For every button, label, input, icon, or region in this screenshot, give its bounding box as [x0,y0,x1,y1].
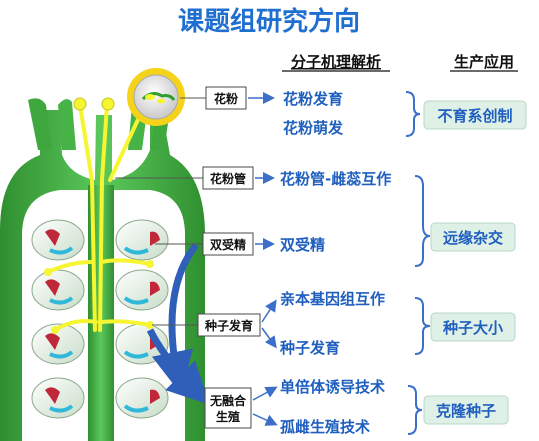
pollen-grain [101,97,115,111]
application-box: 种子大小 [430,312,516,342]
stage-label-line2: 生殖 [216,409,240,424]
ovule [115,219,169,261]
stage-box-double-fertilization: 双受精 [202,232,254,256]
stage-label-line1: 无融合 [209,393,247,408]
mechanism-item: 种子发育 [279,339,340,357]
mechanism-header: 分子机理解析 [291,53,381,71]
application-box: 克隆种子 [423,395,509,425]
ovule [31,269,85,311]
application-box: 不育系创制 [423,100,527,130]
arrow [252,386,278,401]
flow-arrow [151,242,199,394]
brace [407,385,423,435]
stage-label: 花粉管 [210,171,246,186]
stage-label: 种子发育 [204,318,253,333]
mechanism-item: 花粉发育 [283,90,343,108]
application-label: 克隆种子 [436,402,496,420]
sperm-dot [146,260,154,268]
application-label: 种子大小 [442,319,503,337]
application-label: 远缘杂交 [443,229,503,247]
application-box: 远缘杂交 [430,222,516,252]
brace [405,91,421,137]
stigma-lobe [58,99,76,150]
pollen-grain-large [127,68,185,126]
brace [414,297,431,355]
application-header: 生产应用 [454,53,514,71]
arrow [252,413,278,426]
flow-arrow [146,328,210,405]
ovule [31,323,85,365]
mechanism-item: 孤雌生殖技术 [280,418,370,436]
pistil-illustration [0,68,210,441]
stage-box-pollen: 花粉 [205,86,247,110]
page-title: 课题组研究方向 [178,6,360,37]
mechanism-item: 单倍体诱导技术 [280,378,385,396]
mechanism-item: 双受精 [280,236,325,254]
stage-label: 双受精 [210,237,246,252]
ovule [115,377,169,419]
brace [414,175,431,267]
sperm-dot [44,268,52,276]
mechanism-item: 花粉管-雌蕊互作 [280,170,391,188]
stigma-lobe [28,98,52,150]
pollen-grain [73,97,87,111]
application-label: 不育系创制 [437,107,512,125]
ovule [31,377,85,419]
ovule [115,269,169,311]
stage-box-apomixis: 无融合 生殖 [204,387,252,429]
stage-label: 花粉 [214,91,238,106]
stage-box-seed-development: 种子发育 [197,313,261,337]
sperm-dot [51,326,59,334]
arrow [261,327,277,349]
mechanism-item: 亲本基因组互作 [280,290,385,308]
stage-box-pollen-tube: 花粉管 [202,166,254,190]
arrow [261,299,277,323]
ovule [31,219,85,261]
sperm-dot [146,321,154,329]
mechanism-item: 花粉萌发 [283,119,344,137]
